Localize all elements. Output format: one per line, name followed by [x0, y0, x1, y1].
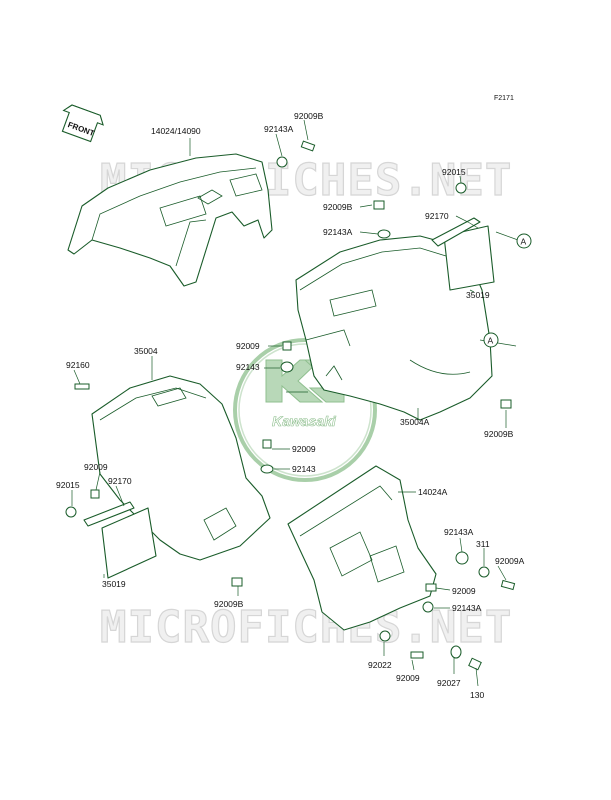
washer-icon	[280, 361, 294, 373]
nut-icon	[455, 182, 467, 194]
bolt-icon	[500, 399, 512, 409]
label-35019: 35019	[102, 579, 126, 589]
label-35004A: 35004A	[400, 417, 430, 427]
label-311: 311	[476, 539, 490, 549]
front-arrow-icon: FRONT	[61, 104, 104, 143]
label-92143: 92143	[236, 362, 260, 372]
label-14024A: 14024A	[418, 487, 448, 497]
label-92143: 92143	[292, 464, 316, 474]
watermark-bottom: MICROFICHES.NET MICROFICHES.NET	[99, 601, 512, 653]
part-labels: 14024/14090 92143A 92009B 92015 92009B 9…	[56, 111, 525, 700]
bolt-icon	[410, 651, 424, 659]
label-92009B: 92009B	[484, 429, 514, 439]
callout-a-top: A	[516, 233, 532, 249]
label-92009B: 92009B	[323, 202, 353, 212]
label-92009: 92009	[292, 444, 316, 454]
label-92009: 92009	[452, 586, 476, 596]
nut-icon	[455, 551, 469, 565]
nut-icon	[276, 156, 288, 168]
bolt-icon	[425, 583, 437, 592]
bolt-icon	[90, 489, 100, 499]
part-mudflap-right	[431, 217, 495, 291]
svg-text:MICROFICHES.NET: MICROFICHES.NET	[100, 602, 512, 653]
part-rear-fender-right	[295, 235, 493, 421]
svg-text:A: A	[488, 336, 494, 346]
bolt-icon	[282, 341, 292, 351]
svg-text:Kawasaki: Kawasaki	[272, 413, 337, 429]
nut-icon	[422, 601, 434, 613]
label-92009A: 92009A	[495, 556, 525, 566]
washer-icon	[379, 630, 391, 642]
label-92022: 92022	[368, 660, 392, 670]
fasteners	[65, 140, 516, 671]
svg-text:A: A	[521, 237, 527, 247]
pin-icon	[74, 383, 90, 390]
label-92015: 92015	[442, 167, 466, 177]
figure-code: F2171	[494, 95, 514, 102]
label-92009: 92009	[84, 462, 108, 472]
bolt-icon	[231, 577, 243, 587]
part-lower-cover	[287, 465, 437, 631]
label-35019: 35019	[466, 290, 490, 300]
label-92027: 92027	[437, 678, 461, 688]
label-92009B: 92009B	[214, 599, 244, 609]
nut-icon	[65, 506, 77, 518]
svg-text:MICROFICHES.NET: MICROFICHES.NET	[100, 602, 512, 653]
label-14024-14090: 14024/14090	[151, 126, 201, 136]
bolt-icon	[300, 140, 316, 152]
nut-icon	[478, 566, 490, 578]
bolt-icon	[500, 579, 516, 591]
label-92009: 92009	[396, 673, 420, 683]
washer-icon	[260, 464, 274, 474]
label-35004: 35004	[134, 346, 158, 356]
label-92170: 92170	[425, 211, 449, 221]
label-92143A: 92143A	[323, 227, 353, 237]
bolt-icon	[468, 657, 482, 671]
washer-icon	[377, 229, 391, 239]
callout-a-mid: A	[483, 332, 499, 348]
washer-icon	[450, 645, 462, 659]
leader-lines	[71, 119, 519, 687]
label-92170: 92170	[108, 476, 132, 486]
label-92143A: 92143A	[264, 124, 294, 134]
label-92143A: 92143A	[444, 527, 474, 537]
label-92015: 92015	[56, 480, 80, 490]
label-92009: 92009	[236, 341, 260, 351]
label-92009B: 92009B	[294, 111, 324, 121]
kawasaki-badge: Kawasaki	[233, 338, 377, 482]
label-92160: 92160	[66, 360, 90, 370]
label-130: 130	[470, 690, 484, 700]
bolt-icon	[373, 200, 385, 210]
part-mudflap-left	[83, 501, 157, 579]
part-front-fender	[67, 153, 273, 287]
bolt-icon	[262, 439, 272, 449]
label-92143A: 92143A	[452, 603, 482, 613]
